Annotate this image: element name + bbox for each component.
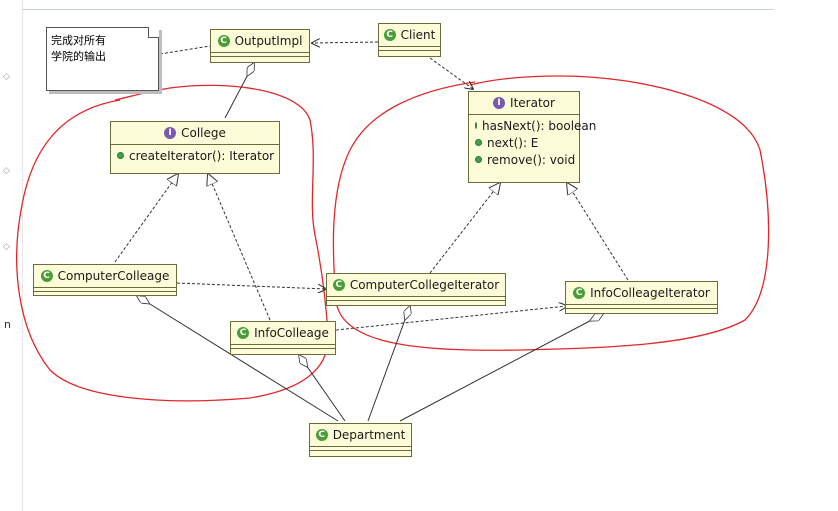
method-list: createIterator(): Iterator [111,145,279,166]
class-infocolleageiterator[interactable]: C InfoColleageIterator [565,281,718,314]
class-header: I College [111,122,279,144]
class-separator [111,144,279,145]
class-name: College [181,126,226,140]
impl-infocolleage-college [208,174,271,321]
public-method-icon [475,122,477,129]
class-header: C InfoColleage [231,322,335,344]
fold-marker[interactable]: ◇ [3,166,10,176]
impl-ici-iterator [567,183,629,281]
class-infocolleage[interactable]: C InfoColleage [230,321,336,355]
agg-department-ici [399,314,603,422]
agg-department-cci [367,306,410,422]
public-method-icon [475,156,482,163]
class-header: C ComputerColleage [34,265,176,287]
agg-department-cc [137,296,339,422]
class-computercolleage[interactable]: C ComputerColleage [33,264,177,296]
class-department[interactable]: C Department [309,423,412,457]
method-signature: createIterator(): Iterator [129,148,275,163]
gutter-letter: n [4,318,11,331]
class-name: Client [400,28,436,42]
class-separator [310,446,411,451]
method-list: hasNext(): boolean next(): E remove(): v… [469,115,596,170]
class-outputimpl[interactable]: C OutputImpl [210,29,310,63]
class-separator [469,114,579,115]
class-separator [327,296,505,301]
editor-top-border [22,9,774,10]
method-signature: hasNext(): boolean [482,118,597,133]
class-client[interactable]: C Client [378,23,441,57]
note-box[interactable]: 完成对所有 学院的输出 [46,27,159,91]
class-name: Department [332,428,406,442]
dep-client-outputimpl [312,42,379,43]
class-icon: C [237,327,250,339]
note-corner [148,27,159,38]
red-annotation-left [16,84,329,402]
editor-gutter: ◇ ◇ ◇ n [0,0,23,511]
method-item[interactable]: remove(): void [469,151,579,168]
class-icon: C [217,35,230,47]
class-icon: C [315,429,328,441]
public-method-icon [475,139,482,146]
note-line-1: 完成对所有 [51,34,106,47]
interface-icon: I [164,127,177,139]
class-name: ComputerCollegeIterator [349,278,500,292]
class-icon: C [40,270,53,282]
class-name: Iterator [510,96,555,110]
class-header: C Department [310,424,411,446]
interface-iterator[interactable]: I Iterator hasNext(): boolean next(): E … [468,91,596,183]
class-name: InfoColleageIterator [590,286,710,300]
impl-computercolleage-college [114,174,178,263]
dep-client-iterator [429,57,473,89]
class-header: I Iterator [469,92,579,114]
class-icon: C [573,287,586,299]
method-item[interactable]: hasNext(): boolean [469,117,596,134]
method-signature: next(): E [487,135,539,150]
agg-outputimpl-college [224,63,254,119]
class-name: ComputerColleage [57,269,170,283]
class-separator [211,52,309,57]
class-separator [379,46,440,51]
class-header: C OutputImpl [211,30,309,52]
red-annotation-right [332,75,770,351]
class-separator [231,344,335,349]
public-method-icon [117,152,124,159]
agg-department-ic [299,355,346,422]
class-header: C InfoColleageIterator [566,282,717,304]
dep-ic-ici [335,306,567,331]
impl-cci-iterator [429,183,500,274]
method-item[interactable]: next(): E [469,134,579,151]
fold-marker[interactable]: ◇ [3,242,10,252]
class-separator [34,287,176,292]
class-name: InfoColleage [254,326,329,340]
method-item[interactable]: createIterator(): Iterator [111,147,279,164]
class-icon: C [383,29,396,41]
class-name: OutputImpl [234,34,303,48]
fold-marker[interactable]: ◇ [3,72,10,82]
note-link [159,45,211,55]
class-header: C Client [379,24,440,46]
method-signature: remove(): void [487,152,576,167]
dep-cc-cci [176,282,326,289]
class-computercollegeiterator[interactable]: C ComputerCollegeIterator [326,273,506,306]
class-icon: C [332,279,345,291]
class-separator [566,304,717,309]
class-header: C ComputerCollegeIterator [327,274,505,296]
note-line-2: 学院的输出 [51,50,106,63]
interface-icon: I [493,97,506,109]
interface-college[interactable]: I College createIterator(): Iterator [110,121,280,174]
